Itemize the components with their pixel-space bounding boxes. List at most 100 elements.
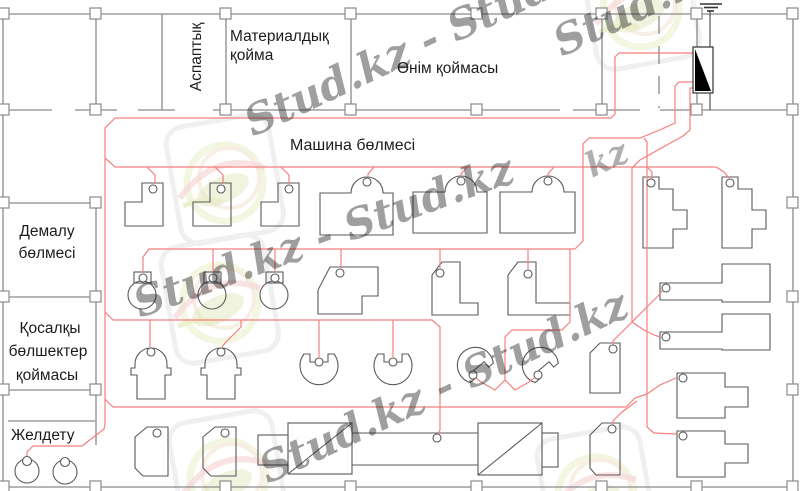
building-walls [0, 7, 799, 491]
label-materialdyq-2: қойма [230, 47, 274, 64]
label-qosalqy-1: Қосалқы [20, 320, 81, 337]
connection-point [59, 456, 71, 468]
machine-step-1 [431, 261, 479, 316]
room-labels: Аспаптық Материалдық қойма Өнім қоймасы … [9, 23, 499, 444]
conveyor-2-diagonal [477, 422, 543, 476]
wire-bus-drills [142, 248, 575, 273]
machine-tag-3 [589, 422, 621, 476]
connection-point [335, 268, 345, 278]
connection-point [138, 273, 148, 283]
ground-icon [700, 3, 722, 12]
connection-point [678, 373, 688, 383]
machine-t-1 [676, 372, 749, 419]
wire-feed3 [631, 87, 693, 322]
connection-point [208, 273, 218, 283]
label-qosalqy-3: қоймасы [16, 367, 78, 384]
label-onim: Өнім қоймасы [397, 60, 498, 77]
machine-rack-1 [642, 176, 688, 249]
connection-point [216, 184, 226, 194]
label-mashina: Машина бөлмесі [290, 137, 415, 154]
machine-dome-2 [412, 175, 488, 234]
wire-drop [547, 166, 555, 177]
conveyor-1-diagonal [287, 422, 353, 475]
machine-tab-1 [589, 342, 621, 394]
machine-l-3 [260, 182, 300, 227]
wire-branch [646, 394, 678, 435]
connection-point [216, 347, 226, 357]
power-input [692, 3, 722, 110]
label-materialdyq-1: Материалдық [230, 28, 329, 45]
conveyor-2-feed [541, 432, 559, 468]
connection-point [152, 428, 162, 438]
connection-point [284, 184, 294, 194]
label-demalu-2: бөлмесі [18, 245, 75, 262]
connection-point [270, 273, 280, 283]
connection-points [21, 176, 735, 468]
wire-drop [221, 320, 242, 348]
machine-l-2 [192, 182, 232, 227]
conveyor-bench [352, 432, 478, 466]
machine-chuck-4 [521, 346, 559, 384]
wire-branch [504, 377, 535, 391]
connection-point [220, 428, 230, 438]
machine-tag-2 [202, 426, 237, 477]
connection-point [607, 424, 617, 434]
column-squares [0, 7, 799, 491]
connection-point [725, 178, 735, 188]
machine-chuck-3 [456, 346, 494, 384]
machine-bar-1 [659, 263, 771, 303]
connection-point [523, 269, 533, 279]
conveyor-1-body [287, 422, 353, 475]
connection-point [533, 370, 543, 380]
machine-chuck-2 [373, 353, 413, 386]
connection-point [678, 431, 688, 441]
wire-branch [612, 321, 633, 345]
machine-tag-1 [134, 426, 169, 477]
label-qosalqy-2: бөлшектер [9, 343, 88, 360]
power-wiring [26, 52, 730, 456]
connection-point [543, 176, 553, 186]
machine-dome-3 [499, 175, 576, 234]
connection-point [435, 268, 445, 278]
connection-point [388, 357, 398, 367]
wire-branch [646, 166, 653, 179]
wire-chuck-feeder [504, 249, 571, 380]
connection-point [661, 332, 671, 342]
connection-point [314, 357, 324, 367]
connection-point [362, 177, 372, 187]
wire-branch [631, 321, 661, 338]
wire-drop [146, 166, 156, 184]
wire-drop [460, 166, 468, 177]
wire-branch [646, 377, 677, 395]
wire-drop [280, 166, 290, 184]
machine-rack-2 [721, 176, 767, 249]
connection-point [21, 455, 33, 467]
wire-drop [367, 166, 375, 178]
wire-bus-row-d [104, 393, 648, 408]
wire-branch [612, 400, 638, 426]
machine-l-1 [124, 182, 164, 227]
label-zheldetu: Желдету [11, 427, 75, 444]
connection-point [646, 178, 656, 188]
label-demalu-1: Демалу [19, 223, 74, 240]
connection-point [148, 184, 158, 194]
wire-drop [214, 166, 224, 184]
wire-riser-feed2 [574, 81, 693, 250]
machine-bar-2 [659, 313, 771, 351]
connection-point [146, 347, 156, 357]
wire-main-trunk [26, 52, 693, 456]
connection-point [608, 344, 618, 354]
machine-flag [317, 266, 379, 315]
machine-t-2 [676, 430, 749, 478]
wire-branch [475, 377, 506, 391]
wire-bus-row-c [104, 311, 441, 435]
connection-point [432, 433, 442, 443]
connection-point [456, 176, 466, 186]
machine-chuck-1 [299, 353, 339, 386]
wire-vertical-j1-j3 [643, 137, 648, 394]
connection-point [468, 370, 478, 380]
label-aspaptyq: Аспаптық [188, 23, 205, 92]
wire-branch [647, 166, 730, 179]
